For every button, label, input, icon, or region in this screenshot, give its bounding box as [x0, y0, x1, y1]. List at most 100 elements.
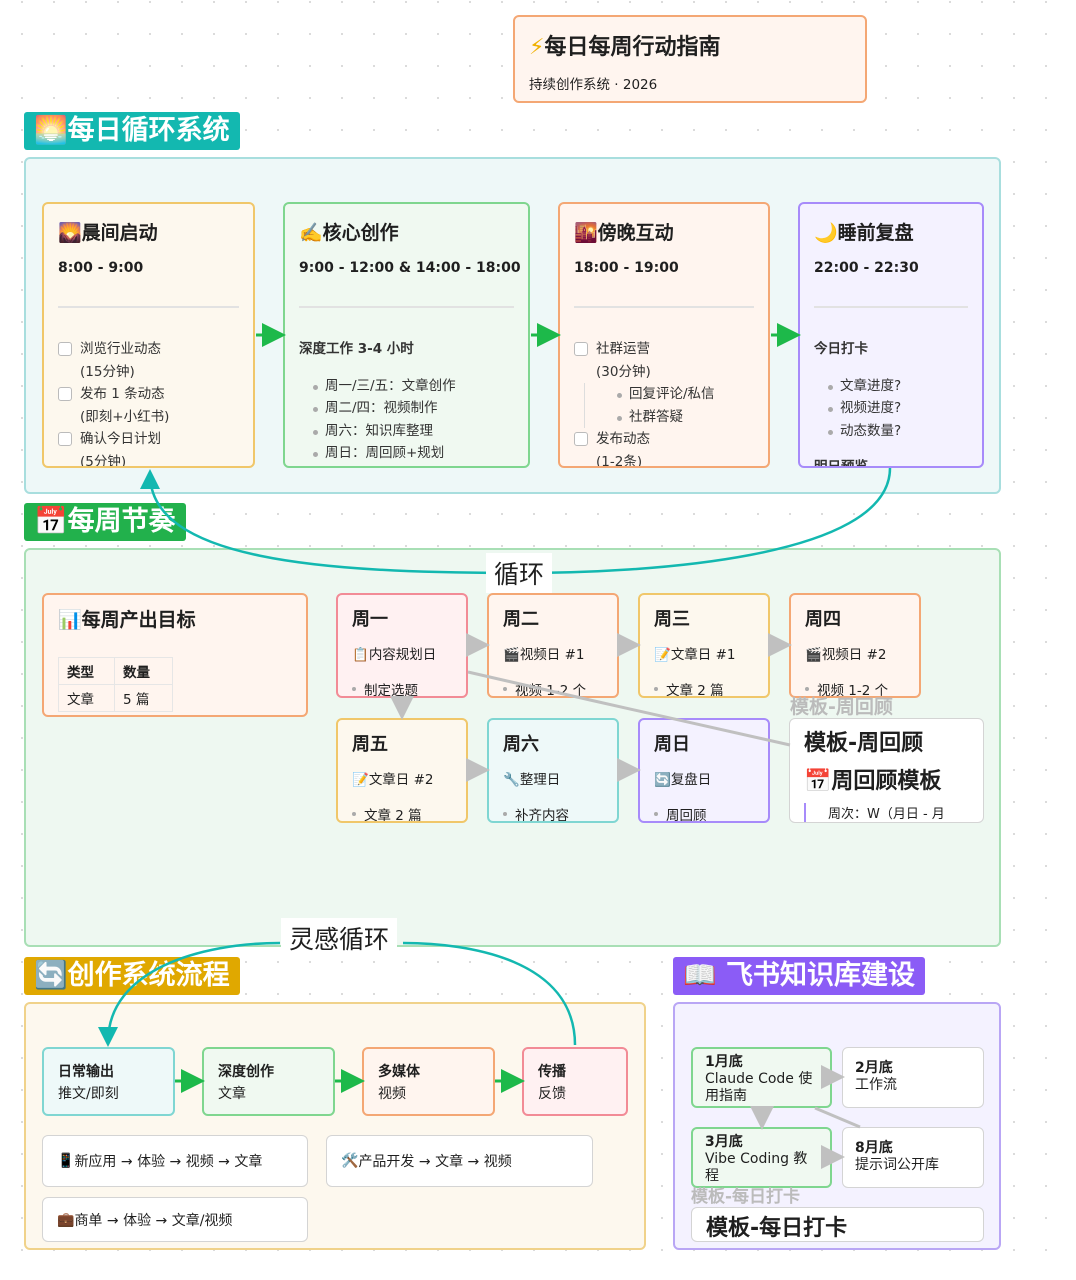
day-card[interactable]: 周五 📝文章日 #2 文章 2 篇	[336, 718, 468, 823]
day-type: 文章日 #1	[670, 647, 736, 663]
wrench-icon: 🔧	[503, 772, 520, 788]
task-item[interactable]: 浏览行业动态(15分钟)	[58, 338, 243, 383]
day-card[interactable]: 周六 🔧整理日 补齐内容	[487, 718, 619, 823]
checkbox[interactable]	[58, 342, 72, 356]
route-card[interactable]: 🛠️产品开发 → 文章 → 视频	[326, 1135, 593, 1187]
flow-step[interactable]: 传播反馈	[522, 1047, 628, 1116]
day-task: 制定选题	[352, 679, 418, 696]
task-note: (30分钟)	[596, 363, 651, 380]
milestone-text: 提示词公开库	[855, 1157, 939, 1173]
bullet: 周一/三/五：文章创作	[311, 375, 518, 398]
phone-icon: 📱	[57, 1153, 75, 1169]
flow-step[interactable]: 日常输出推文/即刻	[42, 1047, 175, 1116]
day-type: 整理日	[519, 772, 561, 788]
task-item[interactable]: 社群运营 (30分钟)	[574, 338, 758, 383]
day-type: 内容规划日	[368, 647, 437, 663]
checkbox[interactable]	[574, 432, 588, 446]
card-time: 18:00 - 19:00	[574, 260, 679, 276]
kb-milestone[interactable]: 2月底工作流	[842, 1047, 984, 1108]
card-core[interactable]: ✍️核心创作 9:00 - 12:00 & 14:00 - 18:00 深度工作…	[283, 202, 530, 468]
day-task: 视频 1-2 个	[502, 679, 586, 696]
bullet: 社群答疑	[615, 406, 758, 429]
checkbox[interactable]	[574, 342, 588, 356]
step-title: 传播	[538, 1064, 566, 1080]
day-name: 周四	[805, 609, 841, 630]
task-text: 发布动态	[596, 431, 650, 447]
page-subtitle: 持续创作系统 · 2026	[529, 77, 658, 93]
table-cell: 文章	[58, 684, 115, 712]
card-heading: 今日打卡	[814, 341, 868, 357]
flow-step[interactable]: 深度创作文章	[202, 1047, 335, 1116]
daily-label-text: 每日循环系统	[67, 115, 230, 146]
moon-icon: 🌙	[814, 222, 838, 244]
card-morning[interactable]: 🌄晨间启动 8:00 - 9:00 浏览行业动态(15分钟) 发布 1 条动态(…	[42, 202, 255, 468]
step-sub: 视频	[378, 1086, 406, 1102]
template-title: 模板-每日打卡	[706, 1216, 848, 1241]
day-name: 周三	[654, 609, 690, 630]
milestone-text: 工作流	[855, 1077, 897, 1093]
template-heading: 周回顾模板	[831, 769, 942, 794]
daily-checkin-template[interactable]: 模板-每日打卡	[691, 1207, 984, 1242]
memo-icon: 📝	[352, 772, 369, 788]
weekly-review-template[interactable]: 模板-周回顾 📅周回顾模板 周次：W（月日 - 月	[789, 718, 984, 823]
flow-section-label: 🔄创作系统流程	[24, 957, 240, 995]
day-name: 周一	[352, 609, 388, 630]
lightning-icon: ⚡	[529, 35, 545, 60]
day-type: 视频日 #1	[519, 647, 585, 663]
refresh-icon: 🔄	[34, 960, 68, 991]
card-heading: 深度工作 3-4 小时	[299, 341, 414, 357]
route-card[interactable]: 📱新应用 → 体验 → 视频 → 文章	[42, 1135, 308, 1187]
daily-section-label: 🌅每日循环系统	[24, 112, 240, 150]
day-type: 文章日 #2	[368, 772, 434, 788]
bullet: 动态数量?	[826, 420, 972, 443]
bullet: 视频进度?	[826, 397, 972, 420]
city-dusk-icon: 🌇	[574, 222, 598, 244]
day-card[interactable]: 周四 🎬视频日 #2 视频 1-2 个	[789, 593, 921, 698]
card-title: 每周产出目标	[81, 609, 196, 631]
card-title: 核心创作	[322, 222, 399, 244]
day-type: 视频日 #2	[821, 647, 887, 663]
task-text: 确认今日计划	[80, 431, 161, 447]
task-item[interactable]: 确认今日计划 (5分钟)	[58, 428, 243, 468]
task-note: (15分钟)	[80, 363, 135, 380]
checkbox[interactable]	[58, 432, 72, 446]
milestone-text: Vibe Coding 教程	[705, 1151, 808, 1184]
day-card[interactable]: 周一 📋内容规划日 制定选题	[336, 593, 468, 698]
divider	[574, 306, 754, 308]
day-card[interactable]: 周三 📝文章日 #1 文章 2 篇	[638, 593, 770, 698]
day-name: 周五	[352, 734, 388, 755]
writing-hand-icon: ✍️	[299, 222, 323, 244]
step-sub: 推文/即刻	[58, 1086, 119, 1102]
route-card[interactable]: 💼商单 → 体验 → 文章/视频	[42, 1197, 308, 1242]
checkbox[interactable]	[58, 387, 72, 401]
day-card[interactable]: 周二 🎬视频日 #1 视频 1-2 个	[487, 593, 619, 698]
card-night[interactable]: 🌙睡前复盘 22:00 - 22:30 今日打卡 文章进度? 视频进度? 动态数…	[798, 202, 984, 468]
day-card[interactable]: 周日 🔄复盘日 周回顾	[638, 718, 770, 823]
weekly-label-text: 每周节奏	[67, 506, 176, 537]
route-text: 产品开发 → 文章 → 视频	[358, 1154, 512, 1170]
card-title: 傍晚互动	[597, 222, 674, 244]
task-item[interactable]: 发布 1 条动态(即刻+小红书)	[58, 383, 243, 428]
bar-chart-icon: 📊	[58, 609, 82, 631]
card-title: 晨间启动	[81, 222, 158, 244]
task-text: 社群运营	[596, 341, 650, 357]
bullet: 周日：周回顾+规划	[311, 442, 518, 465]
task-note: (5分钟)	[80, 453, 127, 468]
inspiration-loop-label: 灵感循环	[281, 918, 398, 958]
briefcase-icon: 💼	[57, 1211, 75, 1228]
bullet: 周二/四：视频制作	[311, 397, 518, 420]
card-evening[interactable]: 🌇傍晚互动 18:00 - 19:00 社群运营(30分钟) 回复评论/私信 社…	[558, 202, 770, 468]
divider	[58, 306, 239, 308]
task-note: (1-2条)	[596, 453, 643, 468]
flow-label-text: 创作系统流程	[67, 960, 230, 991]
day-task: 补齐内容	[503, 804, 569, 821]
step-title: 深度创作	[218, 1064, 274, 1080]
flow-step[interactable]: 多媒体视频	[362, 1047, 495, 1116]
milestone-text: Claude Code 使用指南	[705, 1071, 813, 1104]
kb-milestone[interactable]: 8月底提示词公开库	[842, 1127, 984, 1188]
day-name: 周二	[503, 609, 539, 630]
task-item[interactable]: 发布动态 (1-2条)	[574, 428, 758, 468]
